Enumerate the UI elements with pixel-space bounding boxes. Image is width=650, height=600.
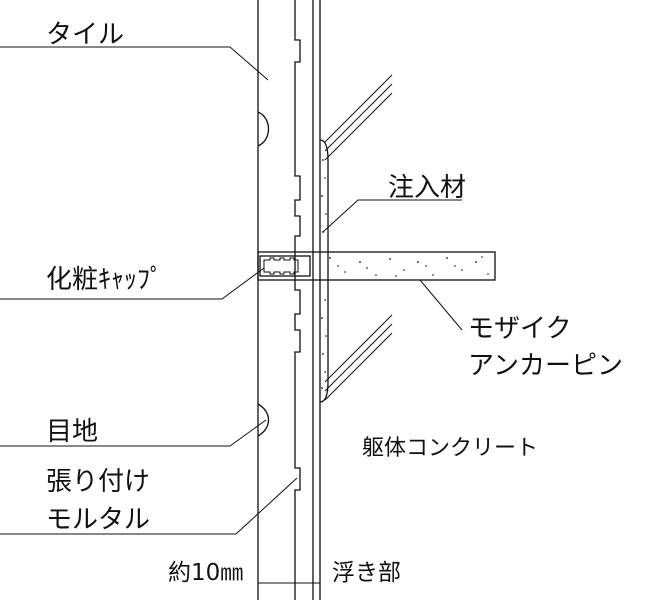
leader-lines bbox=[0, 46, 463, 535]
label-structure: 躯体コンクリート bbox=[362, 436, 538, 461]
label-mortar-line1: 張り付け bbox=[46, 467, 150, 497]
concrete-hatch bbox=[324, 74, 393, 401]
mortar-layer bbox=[294, 0, 301, 600]
label-floating-part: 浮き部 bbox=[332, 560, 401, 586]
grout-injection-zone bbox=[319, 139, 329, 403]
decorative-cap bbox=[259, 255, 311, 277]
concrete-face bbox=[312, 0, 321, 600]
tile-layer bbox=[257, 0, 270, 600]
label-decorative-cap: 化粧ｷｬｯﾌﾟ bbox=[46, 265, 163, 295]
label-mortar-line2: モルタル bbox=[46, 505, 150, 535]
label-approx-width: 約10㎜ bbox=[168, 560, 243, 586]
label-anchor-pin-line1: モザイク bbox=[468, 314, 571, 344]
label-anchor-pin-line2: アンカーピン bbox=[468, 351, 623, 381]
label-grout-injection: 注入材 bbox=[388, 173, 466, 203]
dimension-line bbox=[257, 565, 321, 590]
anchor-pin bbox=[257, 251, 496, 281]
label-tile: タイル bbox=[46, 20, 124, 50]
label-joint: 目地 bbox=[46, 417, 98, 447]
